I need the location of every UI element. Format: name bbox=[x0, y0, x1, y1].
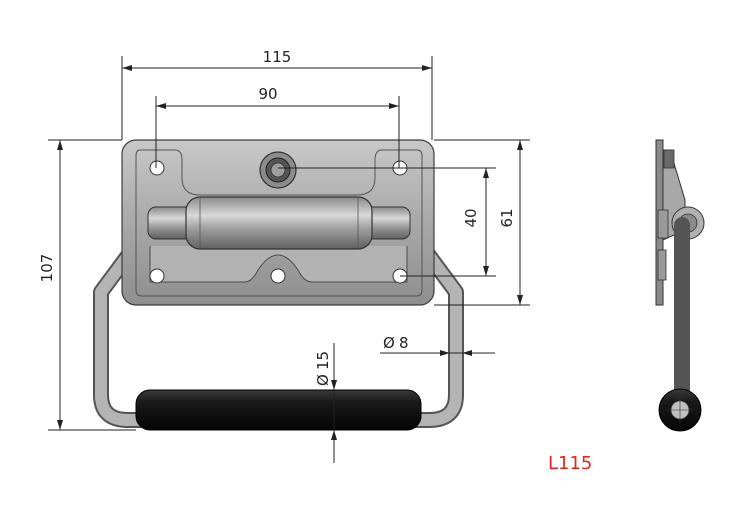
dim-overall-width-label: 115 bbox=[263, 48, 292, 66]
center-stud bbox=[259, 151, 297, 189]
side-view bbox=[655, 139, 705, 432]
dim-grip-diameter-label: 15 bbox=[314, 351, 332, 370]
dim-overall-height: 107 bbox=[38, 139, 136, 431]
rubber-grip bbox=[135, 389, 422, 431]
dim-plate-height: 61 bbox=[434, 139, 530, 306]
model-label: L115 bbox=[548, 453, 593, 474]
hole-bottom-center bbox=[270, 268, 286, 284]
dim-overall-width: 115 bbox=[121, 48, 433, 140]
dim-hole-spacing: 90 bbox=[155, 85, 400, 168]
dim-hole-spacing-label: 90 bbox=[258, 85, 277, 103]
hole-top-left bbox=[149, 160, 165, 176]
dim-rod-diameter-label: 8 bbox=[399, 334, 409, 352]
dim-grip-diameter: Ø 15 bbox=[314, 343, 337, 463]
dim-plate-height-label: 61 bbox=[498, 208, 516, 227]
handle-wire bbox=[93, 218, 464, 428]
hinge-barrel bbox=[147, 196, 411, 250]
mounting-holes bbox=[149, 160, 408, 284]
front-view: 115 90 107 40 bbox=[38, 48, 530, 463]
diameter-symbol-grip: Ø bbox=[314, 374, 332, 386]
dim-overall-height-label: 107 bbox=[38, 254, 56, 283]
dim-rod-diameter: Ø 8 bbox=[380, 334, 495, 356]
dim-hole-vertical-label: 40 bbox=[462, 208, 480, 227]
dim-hole-vertical: 40 bbox=[278, 167, 496, 277]
hole-bottom-left bbox=[149, 268, 165, 284]
diameter-symbol: Ø bbox=[383, 334, 395, 352]
